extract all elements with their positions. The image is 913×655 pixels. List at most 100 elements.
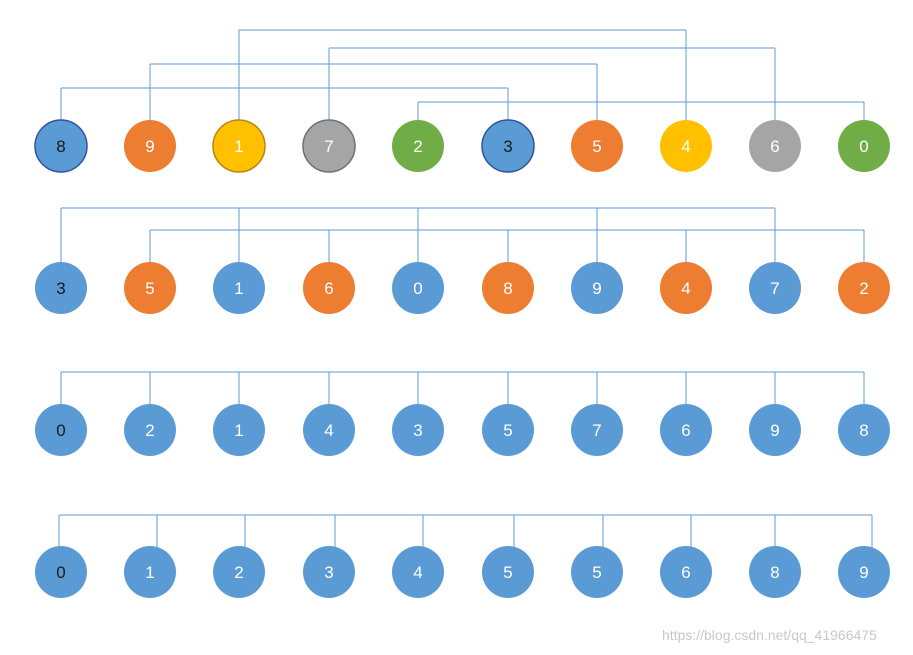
row-4-nodes: 0 1 2 3 4 5 5 6 8 9 (35, 546, 890, 598)
array-node: 9 (124, 120, 176, 172)
node-label: 2 (413, 137, 422, 156)
node-label: 5 (503, 563, 512, 582)
node-circle (660, 546, 712, 598)
node-label: 9 (592, 279, 601, 298)
array-node: 4 (660, 262, 712, 314)
node-circle (660, 404, 712, 456)
row-4-connectors (58, 514, 873, 548)
array-node: 2 (213, 546, 265, 598)
node-circle (571, 546, 623, 598)
row-2-connectors (60, 207, 865, 264)
node-label: 9 (145, 137, 154, 156)
array-node: 1 (124, 546, 176, 598)
array-node: 2 (392, 120, 444, 172)
node-label: 0 (859, 137, 868, 156)
node-label: 3 (324, 563, 333, 582)
node-circle (749, 120, 801, 172)
array-node: 2 (124, 404, 176, 456)
array-node: 8 (749, 546, 801, 598)
node-circle (302, 119, 356, 173)
array-node: 5 (124, 262, 176, 314)
node-label: 9 (859, 563, 868, 582)
node-label: 0 (56, 563, 65, 582)
row-1-connectors (60, 29, 865, 122)
array-node: 7 (571, 404, 623, 456)
array-node: 9 (749, 404, 801, 456)
node-circle (392, 120, 444, 172)
node-circle (35, 262, 87, 314)
node-label: 8 (859, 421, 868, 440)
node-label: 4 (413, 563, 422, 582)
node-label: 1 (234, 279, 243, 298)
node-circle (392, 546, 444, 598)
node-label: 6 (681, 563, 690, 582)
array-node: 3 (35, 262, 87, 314)
node-label: 7 (770, 279, 779, 298)
node-circle (838, 546, 890, 598)
row-1-nodes: 8 9 1 7 2 3 5 4 6 0 (34, 119, 890, 173)
array-node: 5 (571, 546, 623, 598)
node-label: 0 (413, 279, 422, 298)
array-node: 4 (660, 120, 712, 172)
node-label: 2 (145, 421, 154, 440)
array-node: 3 (303, 546, 355, 598)
node-label: 8 (503, 279, 512, 298)
node-circle (481, 119, 535, 173)
node-label: 7 (324, 137, 333, 156)
array-node: 8 (482, 262, 534, 314)
node-circle (213, 404, 265, 456)
node-circle (571, 262, 623, 314)
array-node: 9 (838, 546, 890, 598)
array-node: 5 (482, 404, 534, 456)
node-label: 7 (592, 421, 601, 440)
node-label: 4 (681, 279, 690, 298)
node-circle (303, 404, 355, 456)
node-circle (303, 262, 355, 314)
node-label: 2 (859, 279, 868, 298)
array-node: 2 (838, 262, 890, 314)
node-circle (482, 404, 534, 456)
array-node: 6 (303, 262, 355, 314)
array-node: 9 (571, 262, 623, 314)
node-label: 8 (770, 563, 779, 582)
array-node: 0 (838, 120, 890, 172)
node-label: 6 (770, 137, 779, 156)
array-node: 7 (302, 119, 356, 173)
node-label: 0 (56, 421, 65, 440)
node-label: 3 (413, 421, 422, 440)
array-node: 0 (35, 404, 87, 456)
array-node: 1 (213, 262, 265, 314)
node-circle (124, 404, 176, 456)
array-node: 0 (392, 262, 444, 314)
array-node: 7 (749, 262, 801, 314)
node-circle (749, 262, 801, 314)
node-circle (213, 262, 265, 314)
array-node: 8 (838, 404, 890, 456)
node-label: 6 (681, 421, 690, 440)
array-node: 4 (392, 546, 444, 598)
node-label: 8 (56, 137, 65, 156)
array-node: 3 (481, 119, 535, 173)
node-label: 1 (145, 563, 154, 582)
node-circle (482, 546, 534, 598)
node-circle (124, 120, 176, 172)
node-label: 5 (145, 279, 154, 298)
array-node: 4 (303, 404, 355, 456)
node-label: 1 (234, 137, 243, 156)
node-label: 5 (503, 421, 512, 440)
node-circle (392, 262, 444, 314)
array-node: 6 (749, 120, 801, 172)
array-node: 0 (35, 546, 87, 598)
watermark-text: https://blog.csdn.net/qq_41966475 (662, 627, 877, 643)
node-circle (838, 404, 890, 456)
node-circle (213, 546, 265, 598)
node-circle (571, 120, 623, 172)
node-label: 5 (592, 137, 601, 156)
node-label: 3 (503, 137, 512, 156)
node-circle (838, 262, 890, 314)
node-label: 9 (770, 421, 779, 440)
row-3-connectors (60, 371, 865, 406)
node-circle (35, 546, 87, 598)
